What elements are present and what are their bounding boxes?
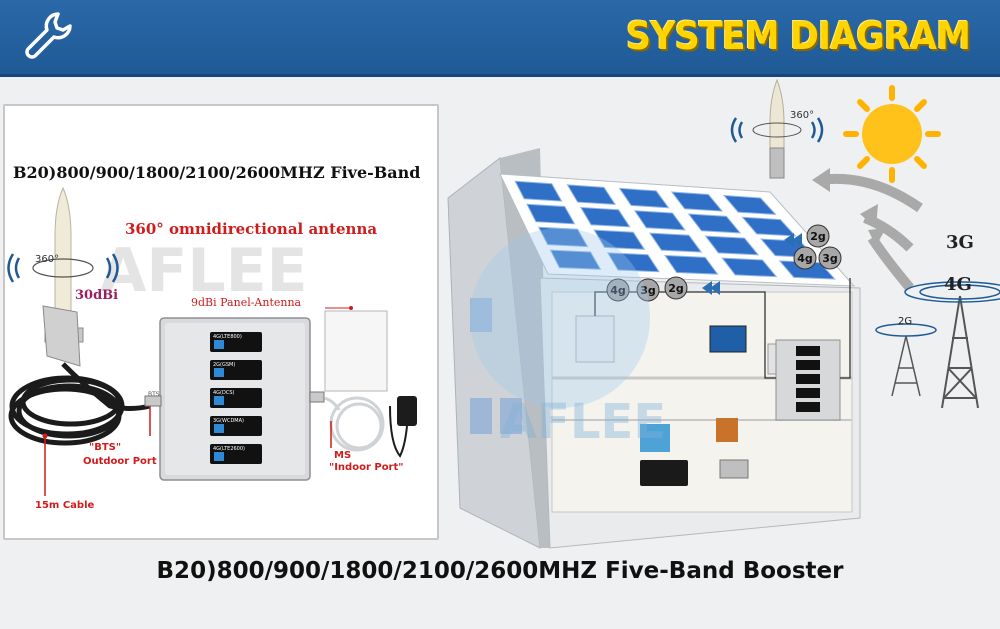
rotation-label: 360°	[790, 110, 814, 121]
header-bar: SYSTEM DIAGRAM	[0, 0, 1000, 77]
tower-waves	[876, 282, 1000, 336]
product-caption: B20)800/900/1800/2100/2600MHZ Five-Band …	[0, 558, 1000, 584]
panel-title: B20)800/900/1800/2100/2600MHZ Five-Band	[13, 163, 420, 182]
wall-band-screen	[796, 402, 820, 412]
cell-tower-4g	[942, 296, 978, 408]
indoor-port-label: "Indoor Port"	[329, 462, 403, 473]
signal-badge-label: 4g	[797, 252, 813, 265]
power-box	[716, 418, 738, 442]
house-illustration: 360° 3G 4G 2G	[440, 78, 1000, 558]
page-title: SYSTEM DIAGRAM	[626, 14, 970, 58]
monitor-icon	[710, 326, 746, 352]
band-label: 4G(LTE2600)	[213, 446, 245, 452]
wall-band-screen	[796, 360, 820, 370]
cable-label: 15m Cable	[35, 500, 94, 511]
wrench-icon	[22, 10, 74, 62]
band-indicator	[214, 368, 224, 377]
signal-badge-label: 2g	[810, 230, 826, 243]
rotation-label: 360°	[35, 254, 59, 265]
tower-label-2g: 2G	[898, 316, 912, 327]
inverter	[720, 460, 748, 478]
band-label: 3G(WCDMA)	[213, 418, 244, 424]
power-adapter	[390, 396, 417, 456]
antenna-label: 360° omnidirectional antenna	[125, 220, 377, 238]
wall-band-screen	[796, 388, 820, 398]
band-label: 4G(DCS)	[213, 390, 235, 396]
panel-antenna	[325, 311, 387, 391]
band-indicator	[214, 452, 224, 461]
signal-badge-label: 3g	[822, 252, 838, 265]
band-indicator	[214, 396, 224, 405]
sun-icon	[846, 88, 938, 180]
gain-label: 30dBi	[75, 288, 118, 303]
product-panel: AFLEE B20)800/900/1800/2100/2600MHZ Five…	[3, 104, 439, 540]
band-indicator	[214, 340, 224, 349]
product-illustration: AFLEE B20)800/900/1800/2100/2600MHZ Five…	[5, 106, 437, 538]
band-label: 4G(LTE800)	[213, 334, 242, 340]
watermark-circle	[470, 228, 650, 408]
wall-booster	[776, 340, 840, 420]
band-label: 2G(GSM)	[213, 362, 235, 368]
cable-coil	[11, 364, 150, 443]
house-diagram: 360° 3G 4G 2G	[440, 78, 1000, 558]
booster-unit: 4G(LTE800) 2G(GSM) 4G(DCS) 3G(WCDMA) 4G(LTE2…	[148, 318, 320, 480]
wall-band-screen	[796, 374, 820, 384]
band-indicator	[214, 424, 224, 433]
brand-watermark: AFLEE	[500, 394, 666, 450]
panel-antenna-label: 9dBi Panel-Antenna	[191, 296, 302, 309]
tower-label-4g: 4G	[944, 274, 972, 295]
outdoor-port-label: Outdoor Port	[83, 456, 157, 467]
bts-label: "BTS"	[89, 442, 121, 453]
tower-label-3g: 3G	[946, 232, 974, 253]
wall-band-screen	[796, 346, 820, 356]
indoor-cable-coil	[325, 398, 383, 450]
battery	[640, 460, 688, 486]
signal-badge-label: 2g	[668, 282, 684, 295]
rooftop-antenna	[753, 80, 801, 178]
ms-label: MS	[334, 450, 351, 461]
cell-tower-2g	[892, 336, 920, 396]
